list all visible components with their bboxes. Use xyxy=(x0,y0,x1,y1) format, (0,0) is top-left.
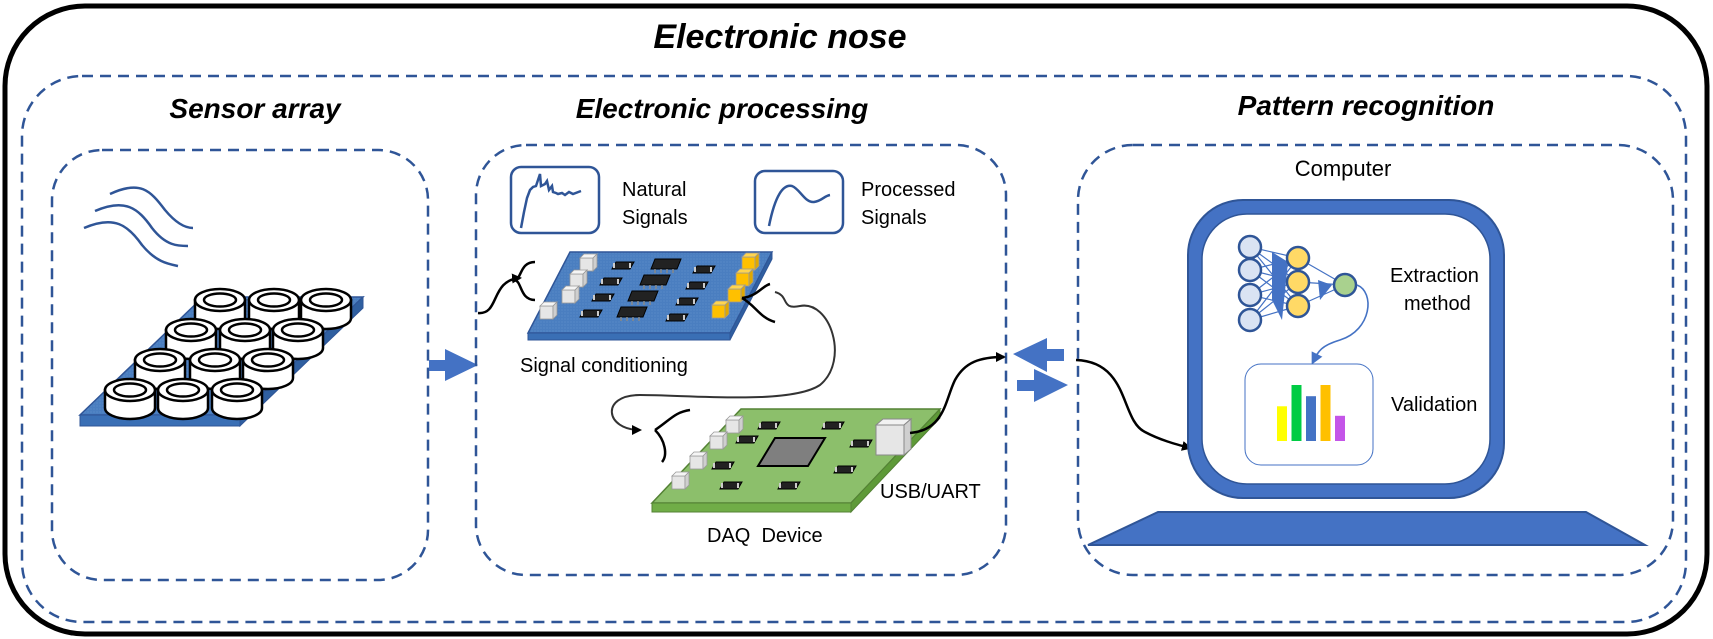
output-connector xyxy=(735,268,754,287)
ic-chip xyxy=(639,274,671,289)
smd-component xyxy=(579,309,603,318)
diagram-title: Electronic nose xyxy=(653,18,906,56)
smd-component xyxy=(611,261,635,270)
daq-device-board xyxy=(650,407,942,514)
conditioning-to-daq-cable xyxy=(610,291,836,435)
nn-input-node xyxy=(1237,234,1263,260)
smd-component xyxy=(849,439,873,448)
sensor-board xyxy=(78,287,365,428)
validation-bar xyxy=(1335,415,1345,441)
sensor-array-title: Sensor array xyxy=(169,93,342,124)
electronic-processing-panel: Natural Signals Processed Signals Signal… xyxy=(474,143,1008,577)
usb-uart-label: USB/UART xyxy=(880,481,981,503)
signal-conditioning-label: Signal conditioning xyxy=(520,355,688,377)
nn-input-node xyxy=(1237,307,1263,333)
ic-chip xyxy=(627,290,659,305)
extraction-to-validation-arrow xyxy=(1311,284,1369,365)
processed-signals-label-line2: Signals xyxy=(861,207,927,229)
smd-component xyxy=(665,313,689,322)
validation-label: Validation xyxy=(1391,394,1477,416)
sensor-element xyxy=(156,377,210,421)
sensor-element xyxy=(103,377,157,421)
electronic-processing-title: Electronic processing xyxy=(576,93,869,124)
daq-input-connector xyxy=(709,431,728,450)
smd-component xyxy=(757,421,781,430)
bidirectional-arrows xyxy=(1013,338,1068,402)
smd-component xyxy=(685,281,709,290)
extraction-method-label-line2: method xyxy=(1404,293,1471,315)
usb-cable xyxy=(909,352,1006,435)
validation-bar xyxy=(1277,406,1287,441)
arrow-right-icon xyxy=(1017,369,1068,402)
computer-label: Computer xyxy=(1295,156,1392,181)
ic-chip xyxy=(616,306,648,321)
nn-edge-bundle xyxy=(1318,280,1332,300)
daq-input-connector xyxy=(671,471,690,490)
validation-bar xyxy=(1306,396,1316,441)
smd-component xyxy=(591,293,615,302)
sensor-element xyxy=(299,287,353,331)
daq-device-label: DAQ Device xyxy=(707,525,823,547)
computer-input-cable xyxy=(1075,358,1192,451)
validation-bar xyxy=(1320,385,1331,441)
smd-component xyxy=(692,265,716,274)
flow-arrow-sensor-to-processing xyxy=(429,349,478,381)
smd-component xyxy=(777,481,801,490)
smd-component xyxy=(711,461,735,470)
computer-base xyxy=(1087,511,1649,546)
nn-hidden-node xyxy=(1285,293,1311,319)
processed-signals-icon xyxy=(753,169,845,235)
input-connector xyxy=(539,301,558,320)
output-connector xyxy=(741,252,760,271)
smd-component xyxy=(833,465,857,474)
daq-processor-chip xyxy=(756,437,827,467)
validation-chart-icon xyxy=(1244,363,1374,466)
ic-chip xyxy=(650,258,682,273)
extraction-method-label-line1: Extraction xyxy=(1390,265,1479,287)
smd-component xyxy=(821,421,845,430)
neural-network-icon xyxy=(1237,234,1358,333)
nn-input-node xyxy=(1237,257,1263,283)
input-connector xyxy=(561,285,580,304)
input-wire xyxy=(477,273,522,315)
nn-edge-bundle xyxy=(1272,252,1288,320)
output-connector xyxy=(711,300,730,319)
pattern-recognition-title: Pattern recognition xyxy=(1238,90,1495,121)
smd-component xyxy=(675,297,699,306)
sensor-element xyxy=(271,317,325,361)
odor-waves-icon xyxy=(83,186,194,268)
signal-conditioning-board xyxy=(526,251,774,341)
nn-output-node xyxy=(1332,272,1358,298)
nn-hidden-node xyxy=(1285,245,1311,271)
input-connector xyxy=(569,269,588,288)
daq-input-connector xyxy=(725,415,744,434)
sensor-array-panel xyxy=(50,148,430,582)
nn-hidden-node xyxy=(1285,269,1311,295)
smd-component xyxy=(735,435,759,444)
daq-input-connector xyxy=(689,451,708,470)
processed-signals-label-line1: Processed xyxy=(861,179,956,201)
natural-signals-label-line2: Signals xyxy=(622,207,688,229)
sensor-elements xyxy=(103,287,353,421)
nn-input-node xyxy=(1237,282,1263,308)
natural-signals-label-line1: Natural xyxy=(622,179,686,201)
usb-connector xyxy=(874,417,913,457)
sensor-element xyxy=(210,377,264,421)
arrow-left-icon xyxy=(1013,338,1064,372)
smd-component xyxy=(719,481,743,490)
smd-component xyxy=(599,277,623,286)
input-connector xyxy=(579,253,598,272)
validation-bar xyxy=(1291,385,1302,441)
pattern-recognition-panel: Computer Extraction method Validation xyxy=(1075,143,1675,577)
natural-signals-icon xyxy=(509,165,601,235)
